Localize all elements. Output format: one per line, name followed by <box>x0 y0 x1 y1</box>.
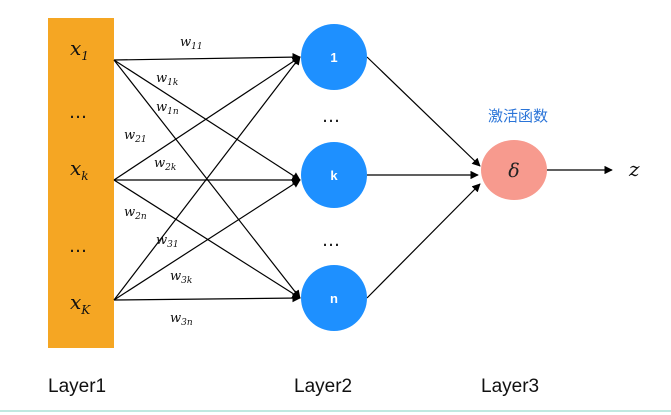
edge-h1-out <box>366 56 481 167</box>
input-label-x1: x1 <box>70 36 89 63</box>
output-result-label: z <box>628 157 640 181</box>
input-ellipsis-1: … <box>69 102 87 123</box>
edge-xk-h1 <box>113 56 301 181</box>
hidden-node-label: 1 <box>330 50 337 65</box>
input-layer-bar <box>48 18 114 348</box>
weight-label-w11: w11 <box>180 35 203 52</box>
weight-label-w1n: w1n <box>156 100 179 117</box>
hidden-ellipsis-1: … <box>322 106 340 127</box>
input-to-hidden-edges <box>113 52 301 303</box>
hidden-node-k: k <box>301 142 367 208</box>
layer2-label: Layer2 <box>294 376 352 397</box>
input-label-xK: xK <box>70 290 91 317</box>
weight-label-w31: w31 <box>156 233 179 250</box>
hidden-node-1: 1 <box>301 24 367 90</box>
edge-xk-hn <box>113 179 301 299</box>
hidden-node-label: k <box>330 168 338 183</box>
edge-xK-h1 <box>113 56 301 301</box>
weight-label-w2n: w2n <box>124 205 147 222</box>
activation-function-label: 激活函数 <box>488 107 548 125</box>
input-ellipsis-2: … <box>69 236 87 257</box>
weight-label-w2k: w2k <box>154 156 176 173</box>
edge-xK-hk <box>113 179 301 301</box>
edge-hn-out <box>366 183 481 299</box>
hidden-to-output-edges <box>366 56 613 299</box>
hidden-ellipsis-2: … <box>322 230 340 251</box>
edge-x1-hk <box>113 59 301 181</box>
hidden-node-label: n <box>330 291 338 306</box>
edge-xK-hn <box>113 293 301 303</box>
layer3-label: Layer3 <box>481 376 539 397</box>
input-label-xk: xk <box>70 156 89 183</box>
hidden-node-n: n <box>301 265 367 331</box>
weight-label-w3n: w3n <box>170 311 193 328</box>
edge-x1-h1 <box>113 52 301 62</box>
weight-label-w3k: w3k <box>170 269 192 286</box>
weight-label-w21: w21 <box>124 128 147 145</box>
weight-label-w1k: w1k <box>156 71 178 88</box>
output-node: δ <box>481 140 547 200</box>
output-node-label: δ <box>508 160 519 182</box>
layer1-label: Layer1 <box>48 376 106 397</box>
bottom-divider <box>0 410 671 412</box>
